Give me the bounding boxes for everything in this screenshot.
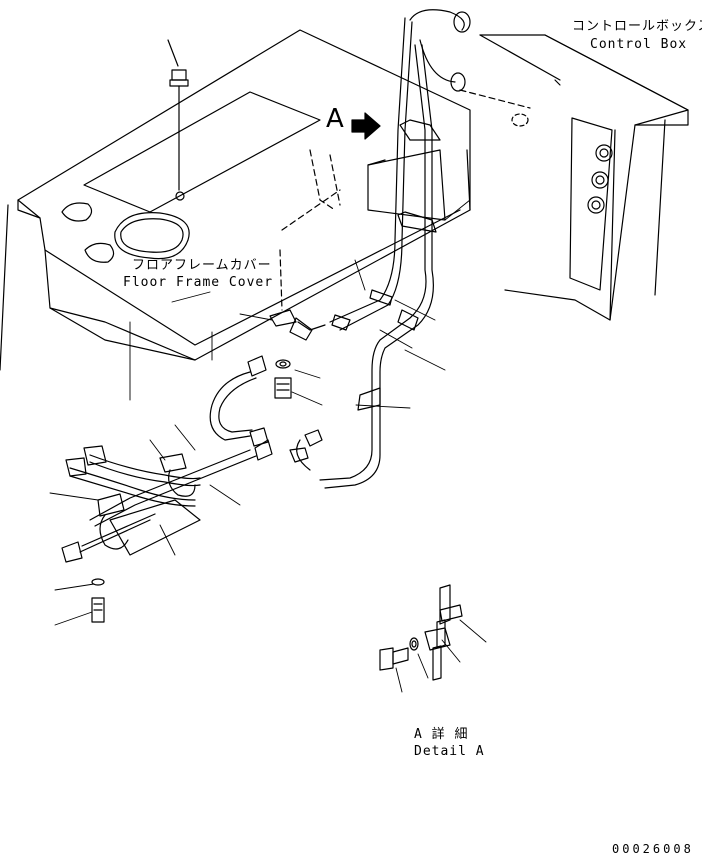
detail-a-drawing (379, 584, 463, 681)
control-box-label-jp: コントロールボックス (572, 19, 702, 34)
detail-a-label-en: Detail A (414, 744, 485, 759)
drawing-number: 00026008 (612, 842, 694, 856)
wire-harness-lower (61, 355, 273, 623)
control-box (459, 34, 689, 321)
floor-frame-label-jp: フロアフレームカバー (132, 258, 272, 273)
clamp-plate (367, 149, 446, 221)
view-a-label: A (326, 104, 345, 134)
leader-lines (49, 199, 487, 693)
view-a-arrow (351, 112, 381, 140)
detail-a-label-jp: A 詳 細 (414, 727, 469, 742)
floor-frame-cover (0, 29, 471, 371)
control-box-label-en: Control Box (590, 37, 688, 52)
bracket-hardware (269, 149, 341, 399)
plug-cap (167, 39, 189, 191)
floor-frame-label-en: Floor Frame Cover (123, 275, 274, 290)
wire-harness-main (289, 9, 471, 489)
